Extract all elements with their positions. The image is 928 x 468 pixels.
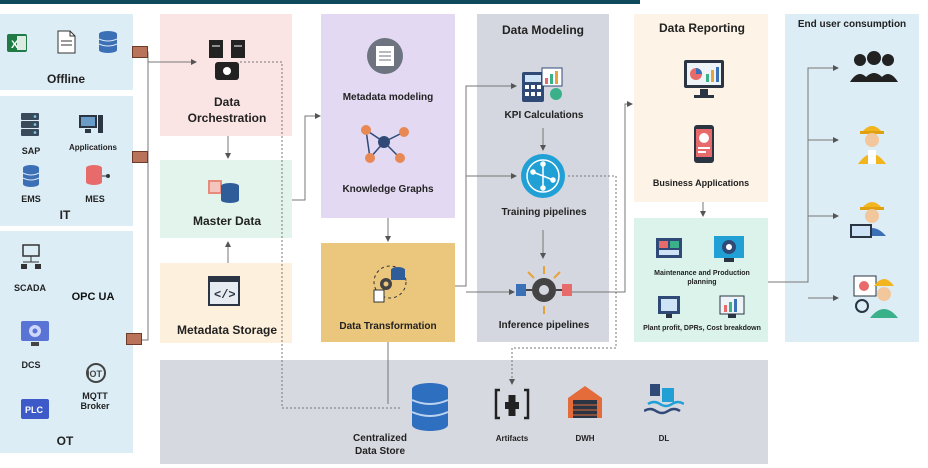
kpi-calculator-icon xyxy=(520,66,564,104)
svg-text:</>: </> xyxy=(214,288,236,302)
inference-gear-icon xyxy=(514,264,574,316)
engineer-icon xyxy=(852,120,892,164)
centralized-data-store-label: Centralized Data Store xyxy=(353,433,407,457)
metadata-modeling-label: Metadata modeling xyxy=(342,92,434,103)
ems-label: EMS xyxy=(21,194,41,204)
metadata-modeling-icon xyxy=(366,36,404,76)
dwh-label: DWH xyxy=(575,434,595,443)
applications-label: Applications xyxy=(68,143,117,152)
warehouse-icon xyxy=(566,384,604,420)
data-modeling-title: Data Modeling xyxy=(501,23,584,37)
plant-profit-label: Plant profit, DPRs, Cost breakdown xyxy=(643,325,761,332)
mobile-app-icon xyxy=(688,124,720,164)
data-transformation-panel xyxy=(321,243,455,342)
production-planning-icon xyxy=(712,234,746,264)
master-data-icon xyxy=(206,178,242,206)
mes-label: MES xyxy=(85,194,105,204)
sap-label: SAP xyxy=(21,146,41,156)
training-brain-icon xyxy=(518,152,568,200)
data-transformation-label: Data Transformation xyxy=(339,321,437,332)
server-icon xyxy=(20,112,40,138)
data-reporting-title: Data Reporting xyxy=(658,21,745,35)
master-data-label: Master Data xyxy=(192,214,262,228)
ot-title: OT xyxy=(56,434,74,448)
profit-chart-icon xyxy=(656,294,682,320)
business-applications-label: Business Applications xyxy=(652,178,750,188)
connector-icon xyxy=(132,46,148,58)
excel-icon: X xyxy=(6,32,28,54)
dcs-label: DCS xyxy=(21,360,41,370)
artifacts-label: Artifacts xyxy=(495,434,529,443)
operator-laptop-icon xyxy=(848,196,894,240)
mqtt-label: MQTT Broker xyxy=(80,391,110,411)
it-title: IT xyxy=(59,208,71,222)
data-reporting-panel xyxy=(634,14,768,202)
metadata-storage-label: Metadata Storage xyxy=(176,323,278,337)
inference-pipelines-label: Inference pipelines xyxy=(498,320,590,331)
dl-label: DL xyxy=(658,434,670,443)
maintenance-icon xyxy=(654,236,684,264)
connector-icon xyxy=(132,151,148,163)
database-icon xyxy=(22,164,40,188)
kpi-calculations-label: KPI Calculations xyxy=(504,110,584,121)
dashboard-monitor-icon xyxy=(682,58,726,100)
end-user-consumption-title: End user consumption xyxy=(797,19,907,30)
central-database-icon xyxy=(410,382,450,432)
top-accent-bar xyxy=(0,0,640,4)
artifacts-icon xyxy=(494,388,530,420)
scada-icon xyxy=(20,244,42,272)
offline-title: Offline xyxy=(47,72,85,86)
orchestration-icon xyxy=(205,38,251,84)
data-lake-icon xyxy=(643,382,685,420)
mqtt-icon: IOT xyxy=(82,362,110,384)
document-icon xyxy=(55,30,77,54)
data-transformation-icon xyxy=(368,262,412,304)
consumption-panel xyxy=(785,14,919,342)
opc-ua-label: OPC UA xyxy=(71,291,115,303)
plc-icon: PLC xyxy=(20,398,50,420)
data-orchestration-label: Data Orchestration xyxy=(187,95,267,125)
connector-icon xyxy=(126,333,142,345)
dcs-monitor-icon xyxy=(20,320,50,348)
knowledge-graph-icon xyxy=(356,122,412,166)
computer-icon xyxy=(78,112,104,138)
training-pipelines-label: Training pipelines xyxy=(501,207,587,218)
database-network-icon xyxy=(84,164,110,190)
scada-label: SCADA xyxy=(13,283,46,293)
svg-text:PLC: PLC xyxy=(25,405,44,415)
svg-text:X: X xyxy=(11,39,19,51)
code-window-icon: </> xyxy=(206,274,242,308)
cost-breakdown-icon xyxy=(718,294,746,320)
database-icon xyxy=(98,30,118,54)
maintenance-production-label: Maintenance and Production planning xyxy=(654,270,750,286)
analyst-icon xyxy=(852,272,900,318)
user-group-icon xyxy=(848,50,900,84)
knowledge-graphs-label: Knowledge Graphs xyxy=(342,184,434,195)
svg-text:IOT: IOT xyxy=(87,369,103,379)
